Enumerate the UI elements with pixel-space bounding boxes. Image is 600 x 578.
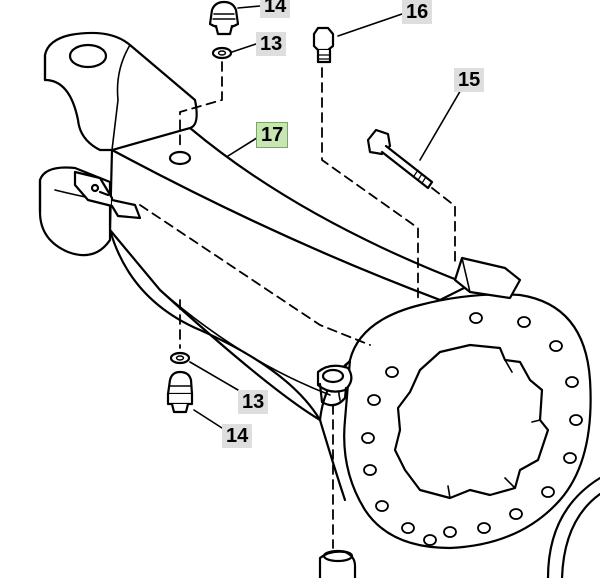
callout-15: 15 (454, 68, 485, 92)
assembly-lines (139, 61, 456, 549)
pivot-yoke (38, 31, 198, 257)
washer-top (211, 46, 233, 60)
leader-lines (189, 5, 463, 429)
callout-17: 17 (256, 122, 289, 148)
bottom-bushing (318, 549, 357, 578)
callout-14-top: 14 (260, 0, 291, 18)
lube-hole (168, 150, 192, 166)
bolt-16 (312, 26, 335, 64)
callout-16: 16 (402, 0, 433, 24)
tire-ring (546, 476, 600, 578)
grease-fitting-top (208, 0, 240, 36)
grease-fitting-bottom (166, 370, 194, 414)
callout-13-top: 13 (256, 32, 287, 56)
washer-bottom (169, 351, 191, 365)
wheel-flange (316, 256, 592, 550)
callout-13-bottom: 13 (238, 390, 269, 414)
bolt-15 (366, 128, 434, 190)
callout-14-bottom: 14 (222, 424, 253, 448)
